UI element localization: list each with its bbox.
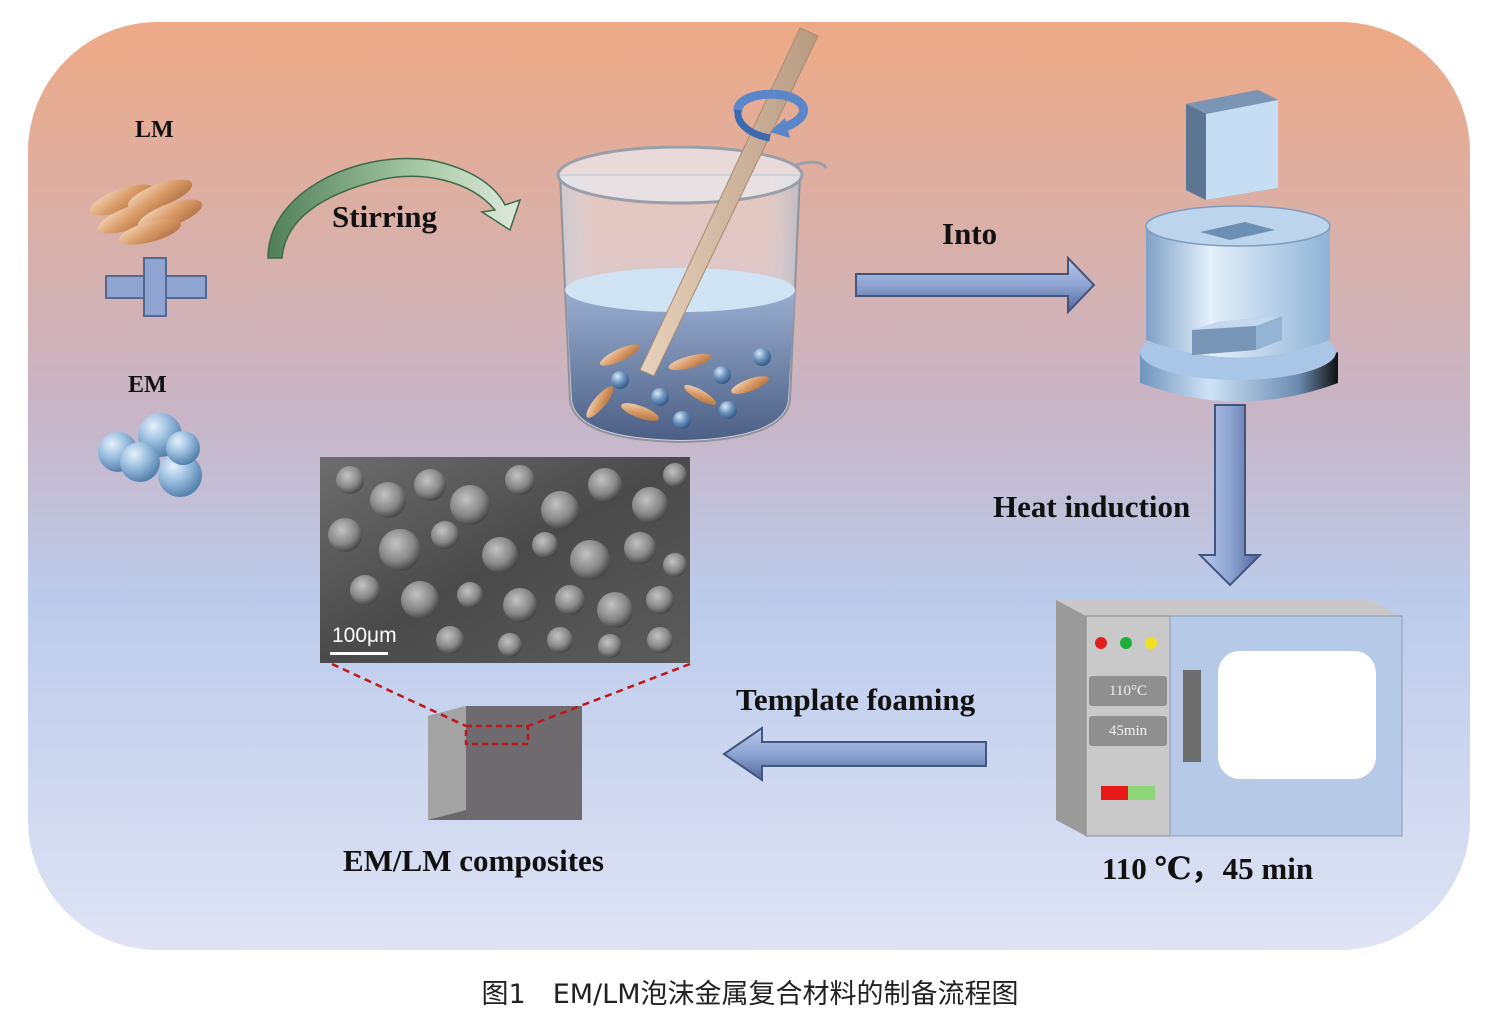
plus-icon: [105, 257, 207, 317]
mold-icon: [1140, 90, 1338, 402]
sem-micrograph: [320, 457, 690, 663]
stirring-rod-icon: [639, 27, 819, 377]
oven-time-display: 45min: [1089, 716, 1167, 746]
template-foaming-label: Template foaming: [736, 682, 976, 717]
zoom-indicator-lines: [331, 662, 691, 728]
stirring-label: Stirring: [332, 199, 438, 234]
em-microspheres-icon: [98, 413, 202, 497]
sem-scale-label: 100μm: [332, 624, 397, 647]
product-label: EM/LM composites: [343, 843, 604, 878]
lm-flakes-icon: [89, 179, 203, 245]
lm-label: LM: [135, 117, 174, 143]
oven-temperature-display: 110°C: [1089, 676, 1167, 706]
sem-scale-bar: [330, 652, 388, 655]
template-foaming-arrow: [722, 726, 987, 782]
figure-caption: 图1 EM/LM泡沫金属复合材料的制备流程图: [481, 979, 1019, 1010]
into-label: Into: [942, 216, 998, 251]
heat-induction-label: Heat induction: [993, 489, 1191, 524]
em-label: EM: [128, 372, 167, 398]
rotation-arrow-icon: [733, 89, 808, 142]
oven-icon: [1056, 600, 1403, 837]
into-arrow: [855, 255, 1096, 315]
conditions-label: 110 ℃，45 min: [1102, 851, 1314, 886]
composite-block-icon: [428, 706, 582, 820]
heat-induction-arrow: [1197, 404, 1263, 587]
beaker-particles: [586, 344, 771, 429]
sem-bubbles: [328, 463, 687, 658]
stirring-curved-arrow: [267, 157, 522, 259]
